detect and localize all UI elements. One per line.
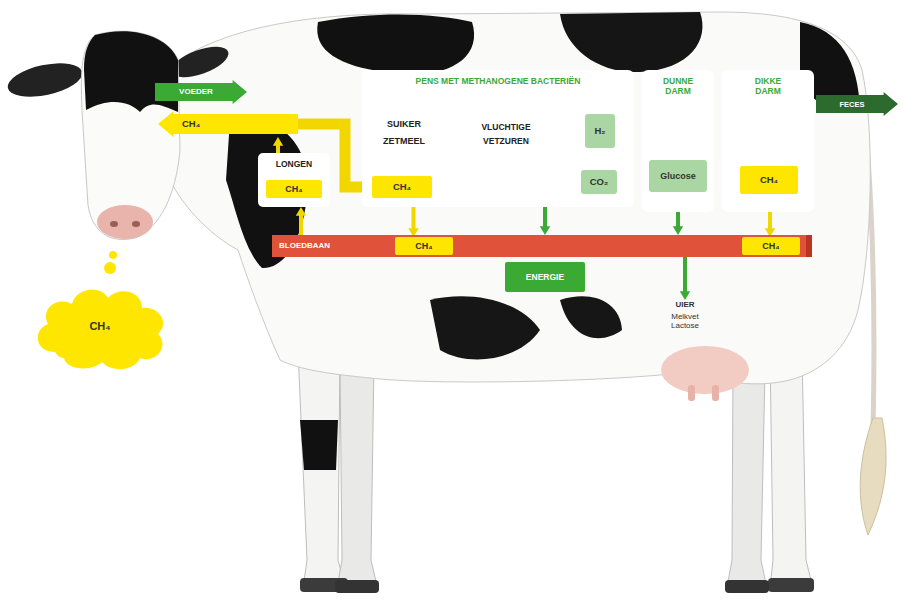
node-label: CH₄ — [393, 181, 411, 192]
node-label: BLOEDBAAN — [279, 241, 330, 251]
feces-arrow: FECES — [816, 92, 898, 116]
udder-text: UIER Melkvet Lactose — [650, 300, 720, 346]
substrate-text: SUIKER ZETMEEL — [378, 114, 430, 152]
flow-arrow — [296, 207, 306, 235]
flow-arrow — [680, 257, 690, 300]
arrow-head — [540, 226, 550, 235]
node-label: PENS MET METHANOGENE BACTERIËN — [416, 76, 581, 86]
methane-box: CH₄ — [266, 180, 322, 198]
node-label: CH₄ — [415, 241, 432, 252]
node-label: DIKKE DARM — [746, 76, 790, 96]
methane-arrow: CH₄ — [158, 111, 298, 137]
node-label: CO₂ — [590, 176, 608, 187]
node-label: ENERGIE — [526, 272, 564, 282]
product-text: VLUCHTIGE VETZUREN — [470, 118, 542, 152]
arrow-head — [680, 291, 690, 300]
rumen-panel: PENS MET METHANOGENE BACTERIËN SUIKER ZET… — [362, 70, 634, 207]
methane-cloud: CH₄ — [30, 282, 170, 372]
node-body: Melkvet Lactose — [663, 312, 707, 331]
intestine-panel: DIKKE DARM CH₄ — [722, 70, 814, 212]
connector-line — [276, 145, 280, 153]
node-label: CH₄ — [760, 174, 778, 185]
energy-box: ENERGIE — [505, 262, 585, 292]
node-label: LONGEN — [276, 159, 312, 169]
node-label: DUNNE DARM — [656, 76, 700, 96]
node-label: CH₄ — [89, 320, 110, 333]
methane-box: CH₄ — [742, 237, 800, 255]
methane-box: CH₄ — [372, 176, 432, 198]
methane-box: CH₄ — [395, 237, 453, 255]
node-label: CH₄ — [762, 241, 779, 252]
connector-line — [683, 257, 687, 292]
connector-line — [543, 207, 547, 227]
node-label: FECES — [839, 100, 864, 109]
node-label: CH₄ — [182, 118, 200, 129]
blood-band: BLOEDBAAN CH₄ CH₄ — [272, 235, 812, 257]
node-label: H₂ — [594, 125, 605, 136]
node-label: VLUCHTIGE VETZUREN — [470, 121, 542, 148]
block-arrow-shape — [158, 111, 298, 137]
flow-arrow — [273, 137, 283, 153]
arrow-head — [273, 137, 283, 146]
arrow-head — [673, 226, 683, 235]
flow-arrow — [540, 207, 550, 235]
gas-box: H₂ — [585, 114, 615, 148]
glucose-box: Glucose — [649, 160, 707, 192]
feed-arrow: VOEDER — [155, 80, 247, 104]
gas-box: CO₂ — [581, 170, 617, 194]
node-label: SUIKER ZETMEEL — [378, 116, 430, 150]
node-label: Glucose — [660, 171, 696, 182]
lungs-panel: LONGEN CH₄ — [258, 153, 330, 207]
node-label: VOEDER — [179, 87, 213, 97]
intestine-panel: DUNNE DARM Glucose — [642, 70, 714, 212]
arrow-head — [296, 207, 306, 216]
methane-box: CH₄ — [740, 166, 798, 194]
node-label: CH₄ — [285, 184, 302, 195]
connector-line — [299, 215, 303, 235]
node-label: UIER — [675, 300, 694, 310]
